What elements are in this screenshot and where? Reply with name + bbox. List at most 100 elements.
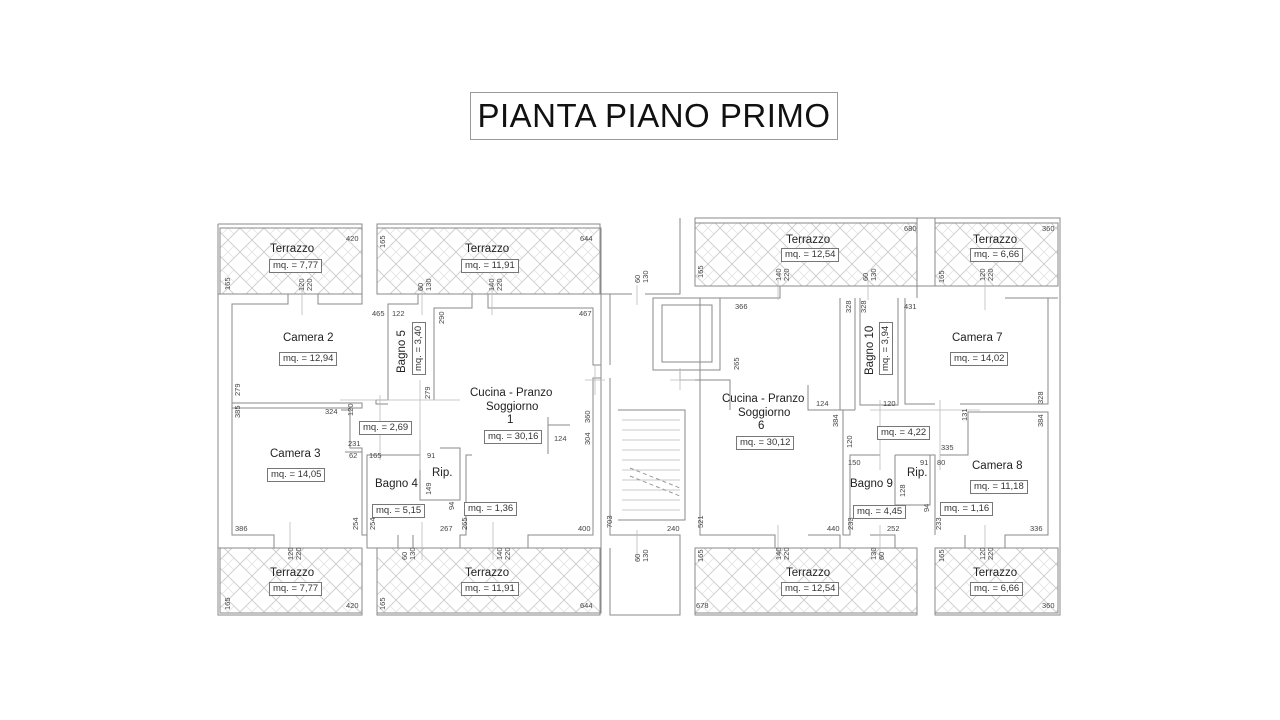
dimension-label: 165	[223, 597, 232, 610]
dimension-label: 120	[346, 403, 355, 416]
dimension-label: 680	[904, 224, 917, 233]
area-label: mq. = 7,77	[269, 259, 323, 273]
dimension-label: 165	[369, 451, 382, 460]
dimension-label: 165	[378, 235, 387, 248]
dimension-label: 149	[424, 482, 433, 495]
dimension-label: 120	[883, 399, 896, 408]
room-label-camera-2: Camera 2	[283, 332, 334, 344]
dimension-label: 265	[460, 517, 469, 530]
dimension-label: 220	[986, 268, 995, 281]
room-label-camera-3: Camera 3	[270, 448, 321, 460]
area-label: mq. = 7,77	[269, 582, 323, 596]
area-label: mq. = 11,18	[970, 480, 1028, 494]
dimension-label: 521	[696, 515, 705, 528]
room-label-bagno-5: Bagno 5	[396, 330, 408, 373]
dimension-label: 220	[986, 547, 995, 560]
dimension-label: 130	[641, 549, 650, 562]
room-label-terrazzo: Terrazzo	[973, 234, 1018, 246]
dimension-label: 122	[392, 309, 405, 318]
dimension-label: 94	[922, 503, 931, 512]
area-label: mq. = 14,05	[267, 468, 326, 482]
room-label-cucina-1-l2: Soggiorno	[486, 401, 539, 413]
dimension-label: 231	[348, 439, 361, 448]
dimension-label: 252	[887, 524, 900, 533]
area-label: mq. = 11,91	[461, 259, 519, 273]
dimension-label: 336	[1030, 524, 1043, 533]
room-label-terrazzo: Terrazzo	[465, 243, 510, 255]
dimension-label: 678	[696, 601, 709, 610]
dimension-label: 254	[351, 517, 360, 530]
dimension-label: 165	[696, 549, 705, 562]
dimension-label: 384	[831, 414, 840, 427]
dimension-label: 304	[583, 432, 592, 445]
dimension-label: 220	[503, 547, 512, 560]
dimension-label: 328	[859, 300, 868, 313]
building-walls	[217, 217, 1061, 616]
dimension-label: 80	[937, 458, 946, 467]
dimension-label: 130	[869, 268, 878, 281]
dimension-label: 165	[937, 549, 946, 562]
dimension-label: 335	[941, 443, 954, 452]
dimension-label: 124	[816, 399, 829, 408]
room-label-terrazzo: Terrazzo	[270, 243, 315, 255]
dimension-label: 644	[580, 234, 593, 243]
dimension-label: 360	[583, 410, 592, 423]
room-label-terrazzo: Terrazzo	[786, 567, 831, 579]
dimension-label: 366	[735, 302, 748, 311]
dimension-label: 431	[904, 302, 917, 311]
dimension-label: 220	[782, 547, 791, 560]
dimension-label: 165	[378, 597, 387, 610]
area-label: mq. = 1,16	[940, 502, 994, 516]
area-label: mq. = 3,94	[879, 321, 893, 375]
area-label: mq. = 3,40	[412, 321, 426, 375]
dimension-label: 420	[346, 601, 359, 610]
dimension-label: 150	[848, 458, 861, 467]
dimension-label: 328	[1036, 391, 1045, 404]
room-label-cucina-6-l2: Soggiorno	[738, 407, 791, 419]
dimension-label: 279	[423, 386, 432, 399]
dimension-label: 420	[346, 234, 359, 243]
dimension-label: 233	[846, 517, 855, 530]
area-label: mq. = 12,54	[781, 248, 840, 262]
dimension-label: 328	[844, 300, 853, 313]
dimension-label: 62	[349, 451, 358, 460]
area-label: mq. = 6,66	[970, 582, 1024, 596]
room-label-rip: Rip.	[432, 467, 453, 479]
dimension-label: 60	[877, 551, 886, 560]
dimension-label: 94	[447, 501, 456, 510]
dimension-label: 91	[920, 458, 929, 467]
dimension-label: 360	[1042, 224, 1055, 233]
room-label-bagno-4: Bagno 4	[375, 478, 418, 490]
room-label-cucina-1-l3: 1	[507, 414, 514, 426]
dimension-label: 386	[235, 524, 248, 533]
dimension-label: 467	[579, 309, 592, 318]
room-label-cucina-1-l1: Cucina - Pranzo	[470, 387, 553, 399]
dimension-label: 465	[372, 309, 385, 318]
room-label-bagno-9: Bagno 9	[850, 478, 893, 490]
room-label-terrazzo: Terrazzo	[270, 567, 315, 579]
dimension-label: 240	[667, 524, 680, 533]
dimension-label: 131	[960, 408, 969, 421]
dimension-label: 233	[934, 517, 943, 530]
dimension-label: 220	[495, 278, 504, 291]
dimension-label: 440	[827, 524, 840, 533]
dimension-label: 220	[294, 547, 303, 560]
dimension-label: 703	[605, 515, 614, 528]
room-label-camera-8: Camera 8	[972, 460, 1023, 472]
dimension-label: 267	[440, 524, 453, 533]
dimension-label: 120	[845, 435, 854, 448]
dimension-label: 279	[233, 383, 242, 396]
dimension-label: 220	[305, 278, 314, 291]
dimension-label: 165	[937, 270, 946, 283]
room-label-terrazzo: Terrazzo	[465, 567, 510, 579]
room-label-terrazzo: Terrazzo	[786, 234, 831, 246]
dimension-label: 124	[554, 434, 567, 443]
room-label-terrazzo: Terrazzo	[973, 567, 1018, 579]
dimension-label: 130	[424, 278, 433, 291]
area-label: mq. = 2,69	[359, 421, 413, 435]
dimension-label: 130	[641, 270, 650, 283]
room-label-cucina-6-l3: 6	[758, 420, 765, 432]
dimension-label: 91	[427, 451, 436, 460]
room-label-rip: Rip.	[907, 467, 928, 479]
area-label: mq. = 4,22	[877, 426, 931, 440]
